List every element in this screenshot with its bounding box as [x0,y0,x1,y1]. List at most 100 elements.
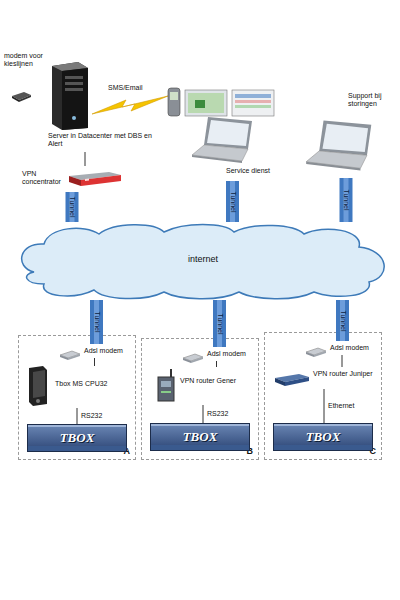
graphic-part [204,117,252,149]
cable-line [203,405,204,423]
monitor-content [188,93,224,113]
tunnel-tube [340,178,353,222]
cable-line [342,355,343,367]
graphic-part [275,378,285,386]
graphic-part [306,352,314,357]
tunnel-highlight [217,300,222,347]
node-text: Tbox MS CPU32 [55,380,130,388]
node-text: TBOX [151,430,249,445]
graphic-part [183,358,191,363]
cable-line [324,389,325,423]
cable-line [85,152,86,166]
device-icon [190,115,260,169]
tunnel-highlight [340,300,345,341]
device-icon [59,346,81,364]
phone-body [168,88,180,116]
device-icon [305,343,327,361]
site-box: AAdsl modemTbox MS CPU32TBOX [18,335,136,460]
monitor-content [235,94,271,98]
tunnel-highlight [344,178,349,222]
node-text: Server in Datacenter met DBS en Alert [48,132,153,148]
device-icon [48,60,90,134]
graphic-part [81,175,121,186]
graphic-part [72,116,76,120]
graphic-part [48,60,90,130]
node-text: Adsl modem [330,344,380,352]
graphic-part [319,121,371,156]
graphic-part [59,350,81,360]
tunnel-highlight [94,300,99,344]
graphic-part [69,172,121,186]
adsl-modem: Adsl modem [59,344,134,358]
graphic-part [161,391,171,393]
tunnel-highlight [230,181,235,222]
tunnel-label: Tunnel [229,191,236,212]
tbox-device: TBOX [150,423,250,451]
tunnel-tube [226,181,239,222]
graphic-part [65,82,83,85]
node-text: modem voor kieslijnen [4,52,46,68]
cable-line [203,405,204,423]
graphic-part [275,374,309,386]
graphic-part [182,353,204,363]
cable-line [94,358,95,366]
modem-node: modem voor kieslijnen [4,52,46,100]
tunnel-label: Tunnel [216,313,223,334]
tbox-device: TBOX [27,424,127,452]
monitor-content [235,100,271,103]
graphic-part [69,176,81,186]
free-label: SMS/Email [108,84,143,92]
lightning-bolt [92,96,168,114]
device-icon [156,369,176,407]
tunnel-tube [336,300,349,341]
node-text: Adsl modem [207,350,257,358]
graphic-part [62,68,88,130]
graphic-part [10,90,32,102]
monitor-content [235,105,271,108]
tbox-device: TBOX [273,423,373,451]
graphic-part [68,354,80,360]
node-text: Service dienst [226,167,275,175]
cable-line [77,408,78,424]
cable-line [85,152,86,166]
device-icon [304,118,380,177]
laptop-node: Service dienst [190,115,275,181]
graphic-part [65,76,83,79]
tunnel-tube [90,300,103,344]
tunnel-tube [66,192,79,222]
monitor-screen [185,90,227,116]
device-icon [69,172,121,190]
graphic-part [33,370,45,398]
graphic-part [304,118,380,173]
graphic-part [12,96,19,102]
cable-line [94,358,95,366]
graphic-part [207,120,249,146]
device-icon [25,366,49,410]
graphic-part [19,95,31,102]
vpn-router: VPN router Gener [156,367,251,405]
monitor-content [195,100,205,108]
graphic-part [191,357,203,363]
device-icon [10,88,32,106]
tunnel-label: Tunnel [69,196,76,217]
node-text: VPN router Gener [180,377,250,385]
graphic-part [52,62,88,130]
cable-line [342,355,343,367]
device-icon [182,349,204,367]
node-text: VPN router Juniper [313,370,377,378]
node-text: internet [14,254,392,264]
device-icon [275,372,309,390]
graphic-part [314,351,326,357]
monitor-screen [232,90,274,116]
vpn-concentrator: VPN concentrator [22,166,122,192]
site-box: CAdsl modemVPN router JuniperTBOX [264,332,382,460]
graphic-part [158,377,174,401]
adsl-modem: Adsl modem [182,347,257,361]
cable-label: Ethernet [328,402,354,409]
node-text: TBOX [28,431,126,446]
graphic-part [85,179,89,181]
graphic-part [305,347,327,357]
cable-line [216,361,217,367]
